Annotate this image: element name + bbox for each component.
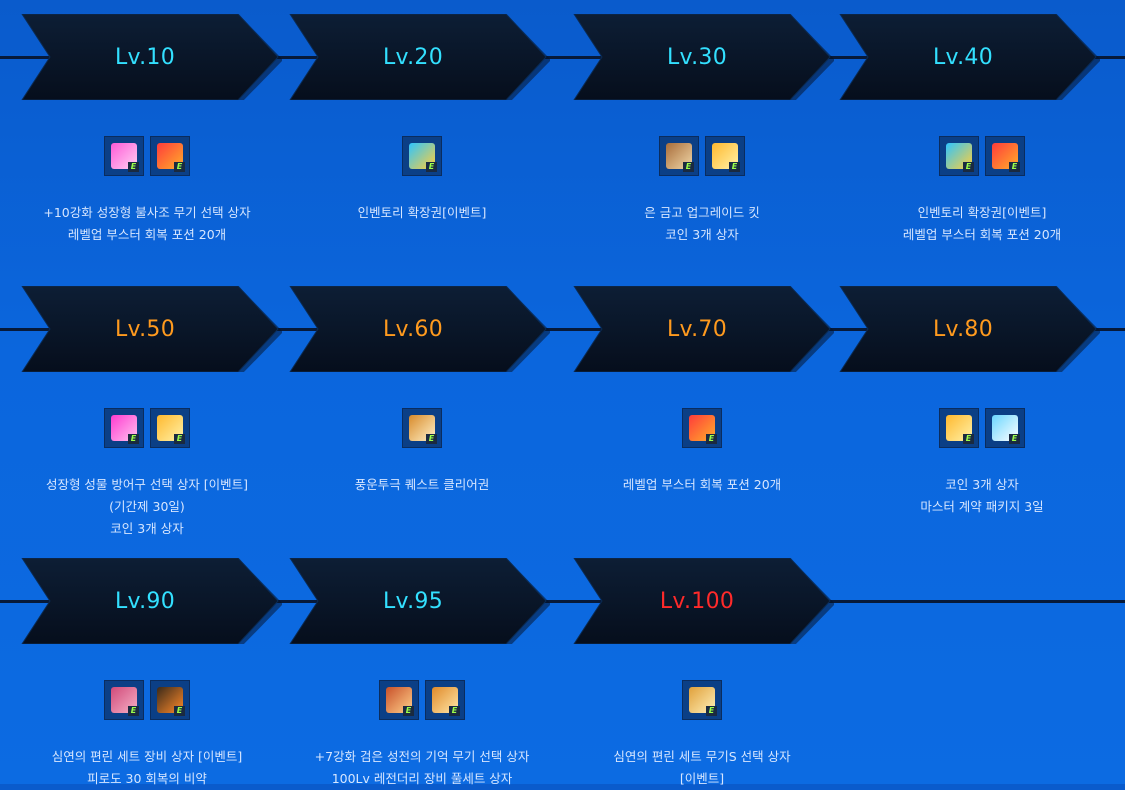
- level-badge: Lv.40: [838, 14, 1100, 100]
- level-badge: Lv.60: [288, 286, 550, 372]
- reward-description: 인벤토리 확장권[이벤트]: [272, 202, 572, 224]
- level-badge: Lv.20: [288, 14, 550, 100]
- booster-potion-icon[interactable]: E: [682, 408, 722, 448]
- reward-line: 코인 3개 상자: [110, 521, 184, 536]
- level-badge: Lv.70: [572, 286, 834, 372]
- level-badge: Lv.100: [572, 558, 834, 644]
- reward-line: (기간제 30일): [109, 499, 185, 514]
- reward-icons: E: [272, 136, 572, 176]
- level-badge: Lv.10: [20, 14, 282, 100]
- level-label: Lv.60: [382, 316, 444, 342]
- level-label: Lv.30: [666, 44, 728, 70]
- inventory-expansion-icon[interactable]: E: [402, 136, 442, 176]
- level-label: Lv.95: [382, 588, 444, 614]
- reward-line: 은 금고 업그레이드 킷: [644, 205, 760, 220]
- level-label: Lv.40: [932, 44, 994, 70]
- reward-line: 코인 3개 상자: [945, 477, 1019, 492]
- recovery-elixir-icon[interactable]: E: [150, 680, 190, 720]
- equipment-set-box-icon[interactable]: E: [104, 680, 144, 720]
- level-badge: Lv.90: [20, 558, 282, 644]
- dark-weapon-box-icon[interactable]: E: [379, 680, 419, 720]
- reward-line: 레벨업 부스터 회복 포션 20개: [902, 227, 1062, 242]
- legendary-full-set-box-icon[interactable]: E: [425, 680, 465, 720]
- reward-line: 심연의 편린 세트 무기S 선택 상자: [613, 749, 791, 764]
- master-contract-package-icon[interactable]: E: [985, 408, 1025, 448]
- reward-icons: E: [272, 408, 572, 448]
- level-label: Lv.100: [659, 588, 735, 614]
- reward-line: 인벤토리 확장권[이벤트]: [357, 205, 487, 220]
- timeline-connector: [0, 600, 1125, 603]
- reward-description: 심연의 편린 세트 무기S 선택 상자 [이벤트]: [552, 746, 852, 790]
- reward-description: 인벤토리 확장권[이벤트] 레벨업 부스터 회복 포션 20개: [832, 202, 1125, 246]
- level-label: Lv.70: [666, 316, 728, 342]
- booster-potion-icon[interactable]: E: [150, 136, 190, 176]
- reward-line: [이벤트]: [679, 771, 725, 786]
- coin-box-icon[interactable]: E: [150, 408, 190, 448]
- reward-icons: E: [552, 408, 852, 448]
- reward-line: 100Lv 레전더리 장비 풀세트 상자: [331, 771, 513, 786]
- reward-line: 피로도 30 회복의 비약: [87, 771, 207, 786]
- reward-description: 심연의 편린 세트 장비 상자 [이벤트] 피로도 30 회복의 비약: [0, 746, 297, 790]
- armor-box-icon[interactable]: E: [104, 408, 144, 448]
- timeline-connector: [0, 328, 1125, 331]
- level-badge: Lv.95: [288, 558, 550, 644]
- quest-clear-ticket-icon[interactable]: E: [402, 408, 442, 448]
- reward-icons: E: [552, 680, 852, 720]
- vault-upgrade-kit-icon[interactable]: E: [659, 136, 699, 176]
- level-badge: Lv.30: [572, 14, 834, 100]
- reward-description: +7강화 검은 성전의 기억 무기 선택 상자 100Lv 레전더리 장비 풀세트…: [272, 746, 572, 790]
- inventory-expansion-icon[interactable]: E: [939, 136, 979, 176]
- reward-line: +10강화 성장형 불사조 무기 선택 상자: [43, 205, 251, 220]
- reward-line: 심연의 편린 세트 장비 상자 [이벤트]: [51, 749, 243, 764]
- level-label: Lv.80: [932, 316, 994, 342]
- level-label: Lv.20: [382, 44, 444, 70]
- reward-line: 코인 3개 상자: [665, 227, 739, 242]
- reward-line: 레벨업 부스터 회복 포션 20개: [67, 227, 227, 242]
- level-label: Lv.90: [114, 588, 176, 614]
- reward-line: 레벨업 부스터 회복 포션 20개: [622, 477, 782, 492]
- weapon-select-box-icon[interactable]: E: [682, 680, 722, 720]
- level-badge: Lv.80: [838, 286, 1100, 372]
- reward-description: 레벨업 부스터 회복 포션 20개: [552, 474, 852, 496]
- reward-line: 성장형 성물 방어구 선택 상자 [이벤트]: [45, 477, 249, 492]
- booster-potion-icon[interactable]: E: [985, 136, 1025, 176]
- reward-description: 풍운투극 퀘스트 클리어권: [272, 474, 572, 496]
- level-label: Lv.10: [114, 44, 176, 70]
- weapon-box-icon[interactable]: E: [104, 136, 144, 176]
- level-badge: Lv.50: [20, 286, 282, 372]
- reward-line: +7강화 검은 성전의 기억 무기 선택 상자: [314, 749, 530, 764]
- reward-line: 마스터 계약 패키지 3일: [920, 499, 1044, 514]
- reward-line: 풍운투극 퀘스트 클리어권: [354, 477, 490, 492]
- reward-line: 인벤토리 확장권[이벤트]: [917, 205, 1047, 220]
- coin-box-icon[interactable]: E: [939, 408, 979, 448]
- coin-box-icon[interactable]: E: [705, 136, 745, 176]
- reward-description: 성장형 성물 방어구 선택 상자 [이벤트] (기간제 30일) 코인 3개 상자: [0, 474, 297, 540]
- timeline-connector: [0, 56, 1125, 59]
- level-label: Lv.50: [114, 316, 176, 342]
